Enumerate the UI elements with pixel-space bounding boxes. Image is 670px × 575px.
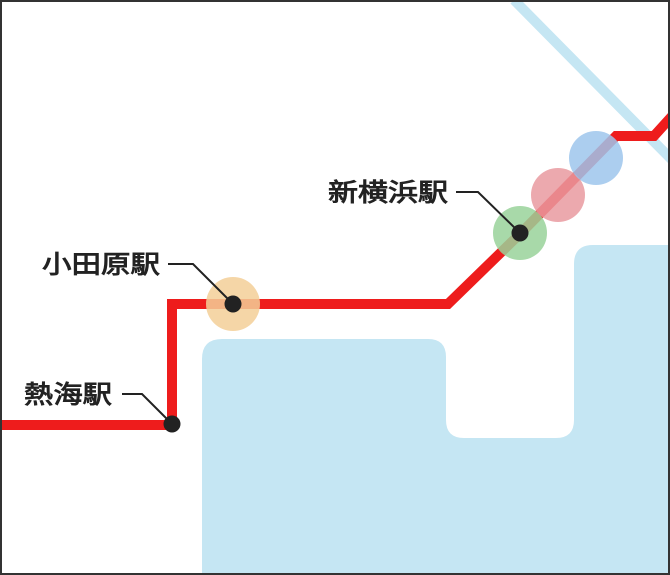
- transfer-marker-blue: [569, 131, 623, 185]
- leader-line-atami: [122, 393, 173, 425]
- station-dot-odawara[interactable]: [224, 295, 242, 313]
- sea-bay: [202, 245, 668, 573]
- station-label-shinyokohama: 新横浜駅: [328, 178, 448, 207]
- station-dot-atami[interactable]: [163, 415, 181, 433]
- station-label-atami: 熱海駅: [24, 380, 112, 409]
- station-label-odawara: 小田原駅: [42, 250, 160, 279]
- water-area: [202, 245, 668, 573]
- station-dot-shinyokohama[interactable]: [511, 224, 529, 242]
- transfer-marker-red: [531, 168, 585, 222]
- leader-line-odawara: [168, 263, 234, 305]
- leader-line-shinyokohama: [456, 191, 521, 234]
- rail-line: [2, 113, 668, 430]
